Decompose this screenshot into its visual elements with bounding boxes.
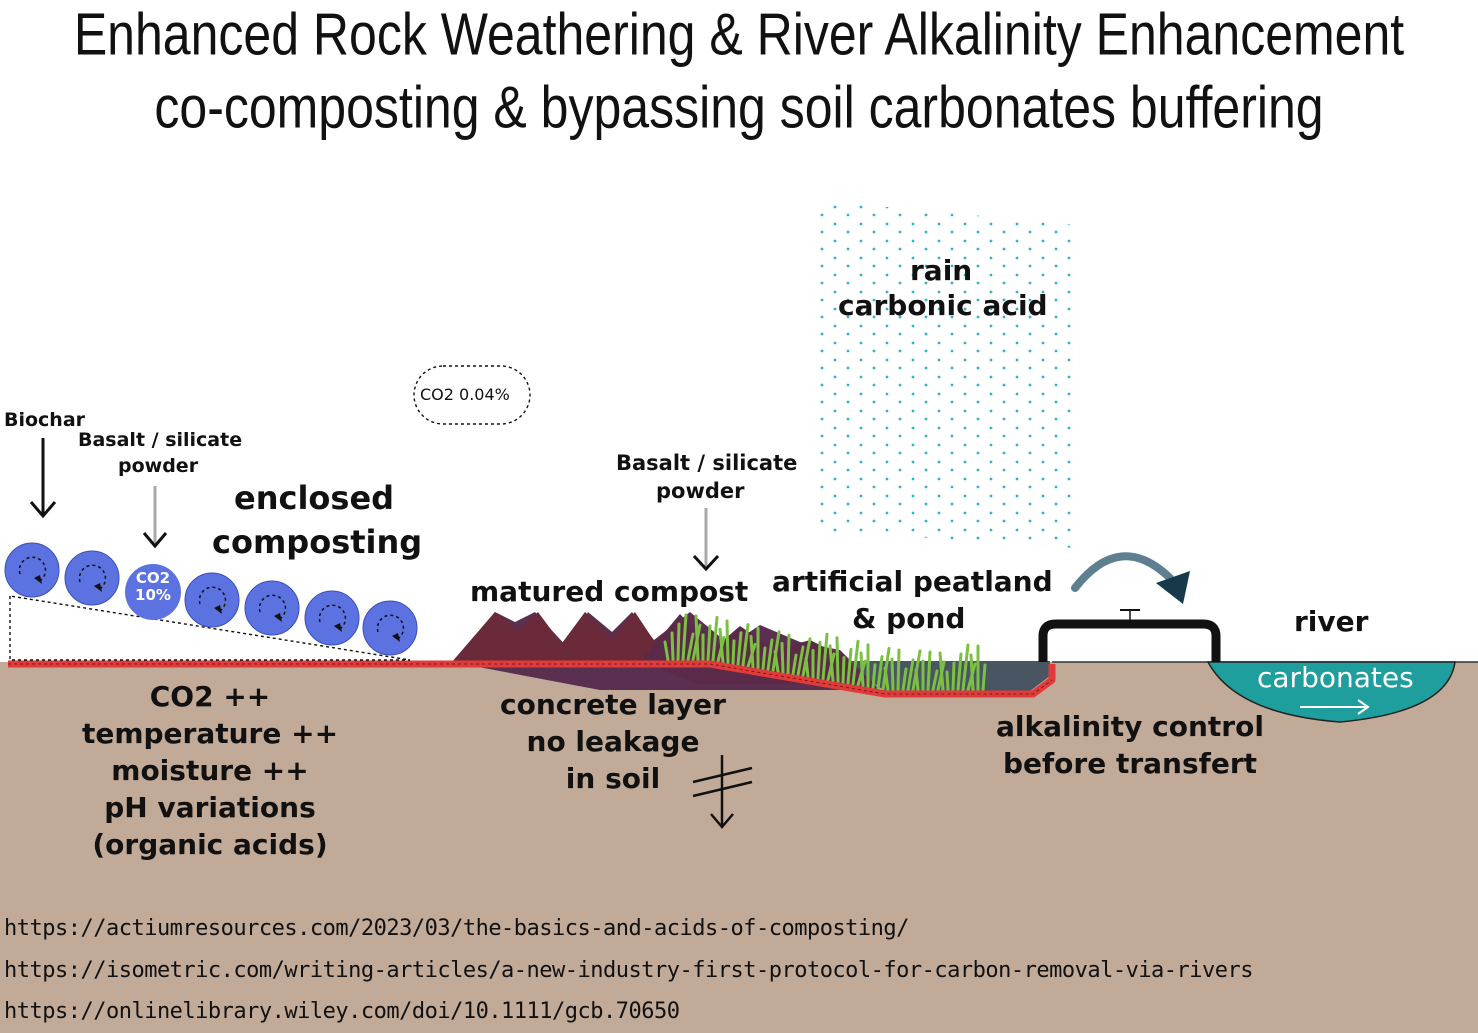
grass-blade [708, 626, 710, 660]
grass-blade [928, 652, 930, 690]
biochar-label: Biochar [4, 410, 85, 432]
grass-blade [873, 665, 875, 688]
basalt-left-label-1: Basalt / silicate [78, 430, 242, 452]
peatland-label-1: artificial peatland [772, 566, 1053, 598]
reference-link-2[interactable]: https://isometric.com/writing-articles/a… [4, 958, 1253, 983]
biochar-arrow [31, 438, 55, 516]
enclosed-composting-label-1: enclosed [234, 480, 394, 517]
grass-blade [898, 650, 899, 690]
condition-moisture: moisture ++ [60, 752, 360, 789]
composter-drum [245, 581, 299, 635]
composter-drum [5, 543, 59, 597]
control-curve-arrow [1075, 556, 1170, 588]
grass-blade [678, 624, 679, 660]
basalt-mid-arrow [694, 508, 718, 569]
composter-drum [65, 551, 119, 605]
carbonates-label: carbonates [1257, 662, 1414, 694]
co2-drum-bubble: CO2 10% [125, 564, 181, 620]
grass-blade [696, 616, 698, 660]
composter-drum [363, 601, 417, 655]
concrete-note: concrete layer no leakage in soil [478, 686, 748, 797]
alkalinity-note-2: before transfert [990, 745, 1270, 782]
condition-temperature: temperature ++ [60, 715, 360, 752]
co2-drum-value: 10% [125, 587, 181, 604]
grass-blade [782, 643, 783, 672]
alkalinity-note: alkalinity control before transfert [990, 708, 1270, 782]
grass-blade [947, 672, 948, 690]
grass-blade [788, 635, 789, 673]
basalt-mid-label-1: Basalt / silicate [616, 451, 797, 475]
reference-link-1[interactable]: https://actiumresources.com/2023/03/the-… [4, 916, 909, 941]
carbonic-acid-label: carbonic acid [838, 290, 1048, 322]
grass-blade [843, 658, 844, 683]
grass-blade [763, 648, 765, 669]
composter-drum [305, 591, 359, 645]
grass-blade [672, 633, 673, 660]
conditions-list: CO2 ++ temperature ++ moisture ++ pH var… [60, 678, 360, 863]
co2-air-label: CO2 0.04% [420, 386, 510, 404]
reference-link-3[interactable]: https://onlinelibrary.wiley.com/doi/10.1… [4, 999, 680, 1024]
grass-blade [953, 663, 954, 690]
condition-organic-acids: (organic acids) [60, 826, 360, 863]
grass-blade [971, 655, 973, 690]
alkalinity-pipe [1043, 624, 1216, 662]
condition-ph: pH variations [60, 789, 360, 826]
rain-label: rain [910, 255, 972, 287]
basalt-mid-label-2: powder [656, 479, 745, 503]
grass-blade [837, 638, 838, 682]
grass-blade [751, 636, 753, 667]
grass-blade [916, 670, 918, 690]
concrete-note-3: in soil [478, 760, 748, 797]
river-label: river [1294, 606, 1368, 638]
grass-blade [892, 659, 893, 690]
concrete-note-2: no leakage [478, 723, 748, 760]
concrete-note-1: concrete layer [478, 686, 748, 723]
alkalinity-note-1: alkalinity control [990, 708, 1270, 745]
grass-blade [861, 653, 863, 686]
grass-blade [983, 665, 985, 690]
condition-co2: CO2 ++ [60, 678, 360, 715]
composter-drum [185, 573, 239, 627]
basalt-left-arrow [144, 486, 166, 546]
co2-drum-label: CO2 [125, 570, 181, 587]
grass-blade [727, 621, 728, 663]
basalt-left-label-2: powder [118, 456, 198, 478]
enclosed-composting-label-2: composting [212, 524, 422, 561]
rain-field [815, 200, 1075, 548]
grass-blade [733, 641, 734, 664]
matured-compost-label: matured compost [470, 576, 748, 608]
grass-blade [806, 659, 808, 677]
peatland-label-2: & pond [852, 603, 965, 635]
grass-blade [818, 642, 820, 678]
